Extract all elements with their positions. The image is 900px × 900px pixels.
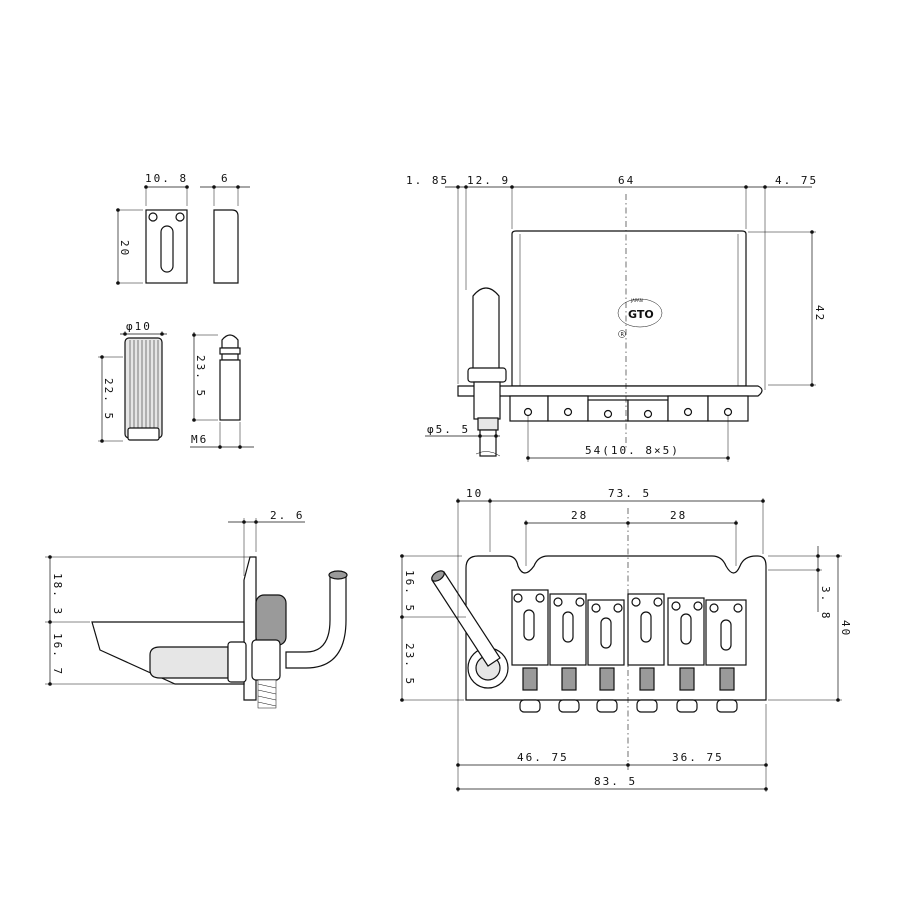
arm-diameter-label: φ5. 5 — [427, 423, 470, 436]
front-left-offset-label: 10 — [466, 487, 483, 500]
saddle-side-width-label: 6 — [221, 172, 230, 185]
side-lower-label: 16. 7 — [51, 633, 64, 676]
saddle-front-view: 10. 8 20 — [116, 172, 189, 285]
front-total-label: 83. 5 — [594, 775, 637, 788]
saddle-width-label: 10. 8 — [145, 172, 188, 185]
top-dim-3: 64 — [618, 174, 635, 187]
height-screw: 23. 5 M6 — [190, 332, 254, 449]
top-dim-4: 4. 75 — [775, 174, 818, 187]
bridge-front-view: 10 73. 5 28 28 16. 5 23. 5 3. 8 40 46. 7… — [400, 487, 852, 792]
brand-logo: GTO JAPAN R — [617, 298, 663, 338]
side-upper-label: 18. 3 — [51, 573, 64, 616]
front-right-stud-label: 28 — [670, 509, 687, 522]
front-right-small-label: 3. 8 — [819, 586, 832, 621]
block-height-label: 42 — [813, 305, 826, 322]
saddle-height-label: 20 — [118, 240, 131, 257]
front-upper-left-label: 16. 5 — [403, 570, 416, 613]
front-bottom-left-label: 46. 75 — [517, 751, 569, 764]
front-bottom-right-label: 36. 75 — [672, 751, 724, 764]
screw-thread-label: M6 — [191, 433, 208, 446]
front-lower-left-label: 23. 5 — [403, 643, 416, 686]
screw-length-label: 23. 5 — [194, 355, 207, 398]
svg-text:JAPAN: JAPAN — [630, 298, 643, 303]
plate-thickness-label: 2. 6 — [270, 509, 305, 522]
bridge-top-view: GTO JAPAN R — [406, 174, 826, 462]
svg-text:R: R — [621, 332, 625, 338]
knob-diameter-label: φ10 — [126, 320, 152, 333]
knob-height-label: 22. 5 — [102, 378, 115, 421]
front-top-span-label: 73. 5 — [608, 487, 651, 500]
front-right-total-label: 40 — [839, 620, 852, 637]
saddle-row — [511, 589, 747, 666]
bridge-side-view: 2. 6 18. 3 16. 7 — [45, 509, 348, 709]
top-dim-2: 12. 9 — [467, 174, 510, 187]
saddle-side-view: 6 — [200, 172, 250, 284]
saddle-spacing-label: 54(10. 8×5) — [585, 444, 680, 457]
top-dim-1: 1. 85 — [406, 174, 449, 187]
svg-text:GTO: GTO — [628, 308, 654, 321]
height-knob: φ10 22. 5 — [98, 320, 167, 443]
front-left-stud-label: 28 — [571, 509, 588, 522]
